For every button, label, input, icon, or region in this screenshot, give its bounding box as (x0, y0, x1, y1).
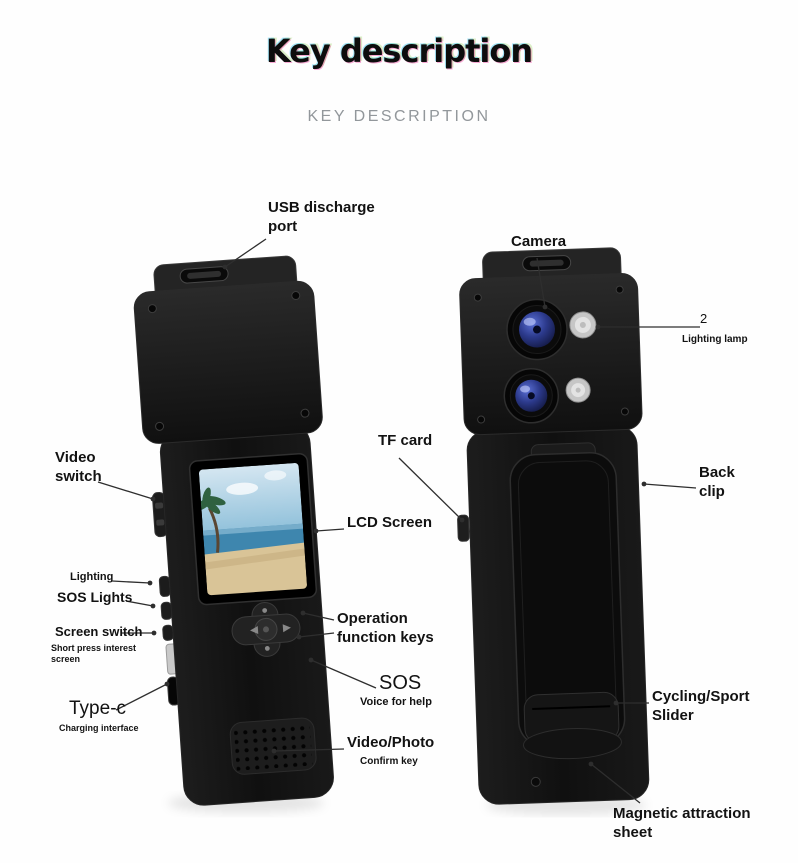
camera-lens-secondary (503, 368, 560, 424)
callout-lighting: Lighting (70, 571, 114, 583)
lighting-lamp-1 (569, 311, 597, 339)
speaker-grille (229, 717, 317, 775)
sos-light-button (160, 601, 173, 620)
leader-operation-a (302, 612, 335, 621)
leader-camera (536, 257, 546, 308)
callout-operation-keys: Operation function keys (337, 610, 434, 646)
callout-cycling-slider: Cycling/Sport Slider (652, 688, 750, 724)
lcd-screen-image (198, 462, 308, 596)
leader-lighting (111, 580, 151, 584)
leader-back-clip (643, 483, 697, 489)
page-subtitle: KEY DESCRIPTION (307, 108, 491, 125)
callout-lighting-lamp-count: 2 (700, 311, 708, 326)
front-device-head (133, 280, 323, 444)
callout-sos-lights: SOS Lights (57, 589, 133, 605)
operation-keys-pad (231, 601, 301, 657)
screen-switch-button (162, 624, 174, 641)
callout-type-c: Type-c (69, 698, 127, 719)
head-screws-back (473, 285, 629, 424)
callout-camera: Camera (511, 233, 567, 250)
usb-port-back (522, 255, 572, 272)
callout-sos-note: Voice for help (360, 696, 432, 708)
front-device (133, 255, 334, 806)
lighting-lamp-2 (565, 377, 591, 403)
callout-screen-switch: Screen switch (55, 624, 143, 639)
callout-sos: SOS (379, 672, 422, 694)
leader-operation-b (298, 632, 335, 638)
lighting-button (158, 575, 171, 597)
leader-sos-lights (125, 600, 154, 607)
leader-usb-port (224, 238, 267, 268)
callout-lcd-screen: LCD Screen (347, 514, 433, 531)
leader-dots (147, 264, 647, 767)
callout-video-switch: Video switch (55, 449, 102, 485)
leader-lines (97, 238, 700, 804)
back-device (457, 247, 650, 805)
callout-back-clip: Back clip (699, 464, 735, 500)
usb-discharge-port (179, 266, 229, 284)
head-screws (147, 291, 310, 431)
page-title: Key description (265, 32, 533, 70)
callout-magnetic-sheet: Magnetic attraction sheet (613, 805, 751, 841)
leader-type-c (115, 683, 168, 711)
leader-video-photo (273, 748, 345, 752)
back-clip (509, 442, 626, 760)
camera-lens-primary (506, 298, 568, 361)
callout-screen-switch-note: Short press interest screen (51, 643, 137, 665)
callout-usb-port: USB discharge port (268, 199, 375, 235)
side-controls (152, 492, 182, 706)
magnetic-sheet (522, 727, 622, 760)
leader-video-switch (97, 481, 154, 500)
leader-tf-card (398, 457, 463, 521)
callout-type-c-note: Charging interface (59, 723, 139, 733)
leader-lcd-screen (315, 528, 345, 532)
bottom-screw (530, 776, 541, 787)
callout-video-photo-note: Confirm key (360, 756, 418, 767)
callout-video-photo: Video/Photo (347, 734, 435, 751)
callout-tf-card: TF card (378, 432, 433, 449)
callout-lighting-lamp: Lighting lamp (682, 334, 748, 345)
leader-sos (310, 659, 377, 689)
leader-magnetic-sheet (590, 763, 641, 804)
